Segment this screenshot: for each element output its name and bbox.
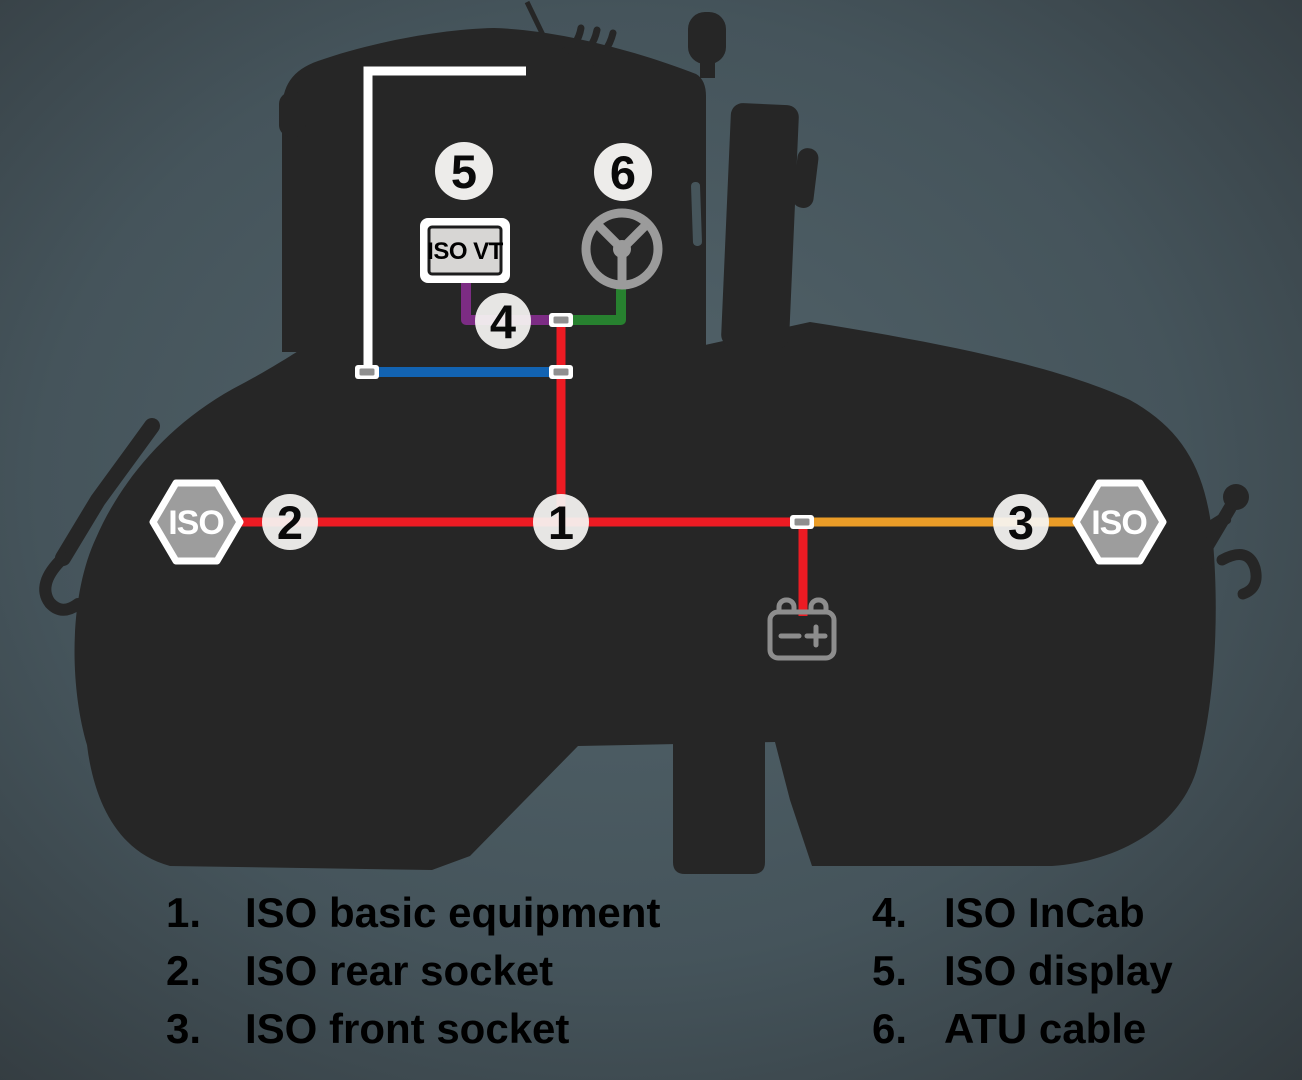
callout-6: 6 — [594, 143, 652, 201]
callout-1-number: 1 — [548, 496, 574, 549]
antenna — [524, 0, 560, 66]
iso-vt-label: ISO VT — [427, 238, 504, 265]
legend-item-6: 6. ATU cable — [872, 1000, 1173, 1058]
legend-item-4: 4. ISO InCab — [872, 884, 1173, 942]
callout-circles: 1 2 3 4 5 6 — [262, 142, 1049, 550]
legend-item-2-number: 2. — [166, 947, 202, 994]
battery-icon — [767, 597, 837, 661]
legend-item-4-label: ISO InCab — [944, 889, 1145, 936]
legend-item-5-number: 5. — [872, 947, 908, 994]
cable-green-atu — [570, 285, 626, 325]
legend-item-1-number: 1. — [166, 889, 202, 936]
connector — [549, 313, 573, 327]
callout-5: 5 — [435, 142, 493, 200]
legend-left-column: 1. ISO basic equipment 2. ISO rear socke… — [166, 884, 660, 1058]
steering-wheel-icon — [581, 208, 663, 290]
legend-item-3-number: 3. — [166, 1005, 202, 1052]
battery-terminal-right — [808, 597, 829, 615]
tractor-body — [74, 322, 1216, 870]
signal-waves-icon — [559, 24, 617, 68]
iso-badge-front-label: ISO — [1091, 504, 1147, 542]
battery-terminal-left — [776, 597, 797, 615]
iso-badge-rear: ISO — [149, 479, 244, 565]
legend-item-4-number: 4. — [872, 889, 908, 936]
tractor-silhouette — [39, 0, 1262, 874]
legend-item-6-label: ATU cable — [944, 1005, 1147, 1052]
connector — [355, 365, 379, 379]
cab-outline-highlight — [363, 66, 526, 372]
callout-5-number: 5 — [451, 145, 477, 198]
left-mirror-strut — [295, 116, 336, 188]
iso-badge-rear-label: ISO — [168, 504, 224, 542]
iso-vt-display: ISO VT — [420, 218, 510, 283]
beacon-light — [688, 12, 726, 64]
callout-4: 4 — [475, 293, 531, 349]
iso-badge-front: ISO — [1072, 479, 1167, 565]
rear-hitch — [673, 740, 765, 874]
exhaust-stack — [721, 103, 799, 349]
legend-item-6-number: 6. — [872, 1005, 908, 1052]
tractor-cab — [282, 28, 706, 352]
callout-4-number: 4 — [490, 295, 516, 348]
legend-item-1-label: ISO basic equipment — [245, 889, 661, 936]
callout-2: 2 — [262, 494, 318, 550]
connector — [549, 365, 573, 379]
cable-connectors — [355, 313, 814, 529]
right-lever-knob — [1223, 484, 1249, 510]
connector — [790, 515, 814, 529]
legend-right-column: 4. ISO InCab 5. ISO display 6. ATU cable — [872, 884, 1173, 1058]
right-hook — [1216, 549, 1262, 600]
right-mirror — [792, 148, 819, 208]
legend-item-2: 2. ISO rear socket — [166, 942, 660, 1000]
right-lever-guard — [1193, 511, 1232, 542]
left-lever — [55, 418, 160, 566]
callout-3-number: 3 — [1008, 496, 1034, 549]
left-hook — [39, 552, 84, 616]
legend-item-5: 5. ISO display — [872, 942, 1173, 1000]
legend-item-3-label: ISO front socket — [245, 1005, 570, 1052]
callout-2-number: 2 — [277, 496, 303, 549]
callout-6-number: 6 — [610, 146, 636, 199]
legend-item-2-label: ISO rear socket — [245, 947, 554, 994]
callout-3: 3 — [993, 494, 1049, 550]
beacon-stem — [700, 58, 715, 78]
cab-gap-sliver — [691, 181, 702, 246]
legend-item-3: 3. ISO front socket — [166, 1000, 660, 1058]
legend-item-5-label: ISO display — [944, 947, 1173, 994]
callout-1: 1 — [533, 494, 589, 550]
legend-item-1: 1. ISO basic equipment — [166, 884, 660, 942]
